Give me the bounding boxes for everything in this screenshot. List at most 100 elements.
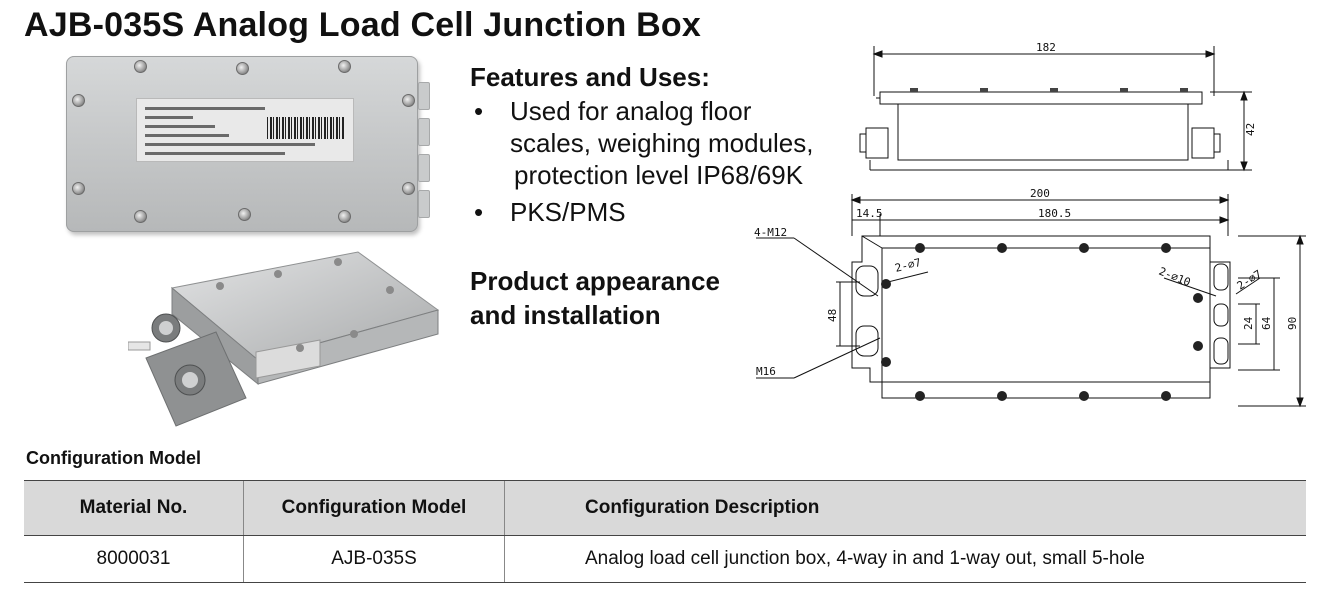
label-gland-thread: M16 (756, 365, 776, 378)
label-text-line (145, 152, 285, 155)
mounting-tab (418, 118, 430, 146)
product-photo-top (66, 56, 430, 232)
body-outline (881, 247, 1211, 399)
screw (72, 182, 85, 195)
feature-bullet: • PKS/PMS (474, 196, 774, 228)
label-mount-thread: 4-M12 (754, 226, 787, 239)
side-view-drawing: 182 42 (859, 41, 1257, 172)
screw (134, 60, 147, 73)
label-text-line (145, 125, 215, 128)
mounting-tab (418, 154, 430, 182)
leader-line (1163, 277, 1217, 297)
page-title: AJB-035S Analog Load Cell Junction Box (24, 6, 701, 44)
top-view-drawing: 200 180.5 14.5 4-M12 M16 2-⌀7 2-⌀10 2-⌀7… (754, 187, 1306, 408)
screw (338, 60, 351, 73)
configuration-table: Material No. Configuration Model Configu… (24, 480, 1306, 583)
arrowhead (1296, 234, 1304, 245)
dimension-inner-width: 180.5 (1038, 207, 1071, 220)
arrowhead (1219, 196, 1230, 204)
screw-head (980, 88, 988, 92)
arrowhead (1240, 90, 1248, 101)
column-header-configuration-description: Configuration Description (504, 480, 1306, 536)
mount-screw (997, 243, 1007, 253)
dimension-left-height: 48 (826, 309, 839, 322)
features-heading: Features and Uses: (470, 62, 710, 92)
screw (402, 94, 415, 107)
appearance-heading-line: and installation (470, 300, 661, 330)
screw-head (910, 88, 918, 92)
mount-screw (1161, 243, 1171, 253)
label-text-line (145, 134, 229, 137)
chamfer (861, 235, 883, 249)
arrowhead (850, 196, 861, 204)
cable-gland-inner (159, 321, 173, 335)
screw (296, 344, 304, 352)
screw (350, 330, 358, 338)
slot-right-mid (1213, 303, 1229, 327)
feature-line: Used for analog floor (510, 96, 752, 126)
label-text-line (145, 143, 315, 146)
label-text-line (145, 116, 193, 119)
screw-head (1120, 88, 1128, 92)
slot-right-top (1213, 263, 1229, 291)
slot-left-bottom (855, 325, 879, 357)
mount-screw (997, 391, 1007, 401)
screw-head (1050, 88, 1058, 92)
label-text-line (145, 107, 265, 110)
feature-text: Used for analog floor scales, weighing m… (510, 95, 814, 191)
screw (72, 94, 85, 107)
leader-line (1235, 277, 1261, 295)
product-photo-angled (128, 251, 440, 427)
table-header-row: Material No. Configuration Model Configu… (24, 480, 1306, 536)
screw (134, 210, 147, 223)
leader-line (887, 271, 929, 283)
mount-screw (881, 357, 891, 367)
column-header-material-no: Material No. (24, 480, 244, 536)
mount-screw (1193, 341, 1203, 351)
arrowhead (872, 50, 883, 58)
cell-configuration-model: AJB-035S (243, 535, 505, 583)
arrowhead (1240, 161, 1248, 172)
label-hole-right-a: 2-⌀10 (1157, 265, 1193, 289)
dimension-offset: 14.5 (856, 207, 883, 220)
gland-right (1191, 127, 1215, 159)
arrowhead (1219, 216, 1230, 224)
dimension-total-height: 90 (1286, 317, 1299, 330)
cable-gland-inner (182, 372, 198, 388)
screw (386, 286, 394, 294)
table-row: 8000031 AJB-035S Analog load cell juncti… (24, 535, 1306, 583)
bullet-glyph: • (474, 96, 484, 126)
mounting-tab (418, 190, 430, 218)
junction-box-lid (66, 56, 418, 232)
mount-screw (881, 279, 891, 289)
feature-bullet: • Used for analog floor scales, weighing… (474, 95, 854, 191)
screw (402, 182, 415, 195)
label-hole-left: 2-⌀7 (894, 256, 923, 275)
dimension-width: 182 (1036, 41, 1056, 54)
cable-stub (128, 341, 151, 351)
cell-material-no: 8000031 (24, 535, 244, 583)
gland-left (865, 127, 889, 159)
bullet-glyph: • (474, 197, 484, 227)
body-outline (897, 103, 1189, 161)
cell-configuration-description: Analog load cell junction box, 4-way in … (504, 535, 1306, 583)
mount-screw (1079, 243, 1089, 253)
configuration-heading: Configuration Model (26, 448, 201, 468)
screw (338, 210, 351, 223)
dimension-mid-height: 64 (1260, 316, 1273, 330)
appearance-heading: Product appearance and installation (470, 264, 770, 332)
feature-line: protection level IP68/69K (514, 160, 804, 190)
mount-screw (1079, 391, 1089, 401)
barcode (267, 117, 345, 139)
feature-line: PKS/PMS (510, 197, 626, 227)
screw (236, 62, 249, 75)
leader-line (793, 337, 881, 379)
screw (334, 258, 342, 266)
dimension-small-height: 24 (1242, 316, 1255, 330)
screw (216, 282, 224, 290)
dimension-overall-width: 200 (1030, 187, 1050, 200)
screw-head (1180, 88, 1188, 92)
mount-screw (1193, 293, 1203, 303)
leader-line (793, 237, 879, 297)
feature-line: scales, weighing modules, (510, 128, 814, 158)
